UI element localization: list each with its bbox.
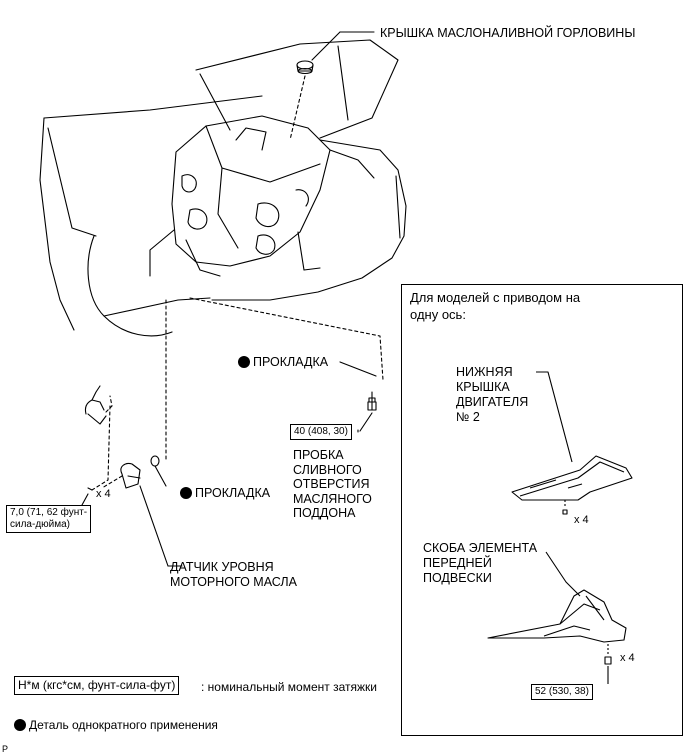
- undercover-bolt-multiplier: x 4: [574, 514, 589, 526]
- bracket-label: СКОБА ЭЛЕМЕНТА ПЕРЕДНЕЙ ПОДВЕСКИ: [423, 541, 538, 585]
- car-body-outline: [39, 39, 407, 337]
- single-use-dot-icon: [180, 487, 192, 499]
- single-use-dot-icon: [14, 719, 26, 731]
- drain-plug-leaders: [189, 297, 384, 411]
- oil-filler-cap: [289, 31, 375, 141]
- single-use-legend: Деталь однократного применения: [14, 718, 218, 732]
- engine-undercover-part: [511, 455, 633, 501]
- drain-plug-part: [367, 397, 377, 411]
- inset-drawings: [487, 371, 633, 684]
- fwd-models-inset: [401, 284, 683, 736]
- drain-gasket-label: ПРОКЛАДКА: [238, 355, 328, 369]
- torque-unit-legend-desc: : номинальный момент затяжки: [201, 680, 377, 694]
- torque-unit-legend-box: Н*м (кгс*см, фунт-сила-фут): [14, 676, 180, 695]
- inset-title: Для моделей с приводом на одну ось:: [410, 290, 581, 322]
- sensor-gasket-label: ПРОКЛАДКА: [180, 486, 270, 500]
- bracket-torque-box: 52 (530, 38): [531, 684, 593, 700]
- undercover-label: НИЖНЯЯ КРЫШКА ДВИГАТЕЛЯ № 2: [456, 365, 529, 424]
- drain-plug-label: ПРОБКА СЛИВНОГО ОТВЕРСТИЯ МАСЛЯНОГО ПОДД…: [293, 448, 372, 520]
- single-use-dot-icon: [238, 356, 250, 368]
- engine-block: [149, 115, 375, 277]
- oil-level-sensor-label: ДАТЧИК УРОВНЯ МОТОРНОГО МАСЛА: [170, 560, 297, 589]
- drain-plug-torque-box: 40 (408, 30): [290, 424, 352, 440]
- bracket-bolt-multiplier: x 4: [620, 652, 635, 664]
- corner-mark: P: [2, 744, 9, 754]
- suspension-bracket-part: [487, 589, 627, 643]
- oil-level-sensor-part: [84, 299, 183, 567]
- sensor-torque-box: 7,0 (71, 62 фунт- сила-дюйма): [6, 505, 92, 533]
- sensor-bolt-multiplier: x 4: [96, 488, 111, 500]
- oil-filler-cap-label: КРЫШКА МАСЛОНАЛИВНОЙ ГОРЛОВИНЫ: [380, 26, 636, 40]
